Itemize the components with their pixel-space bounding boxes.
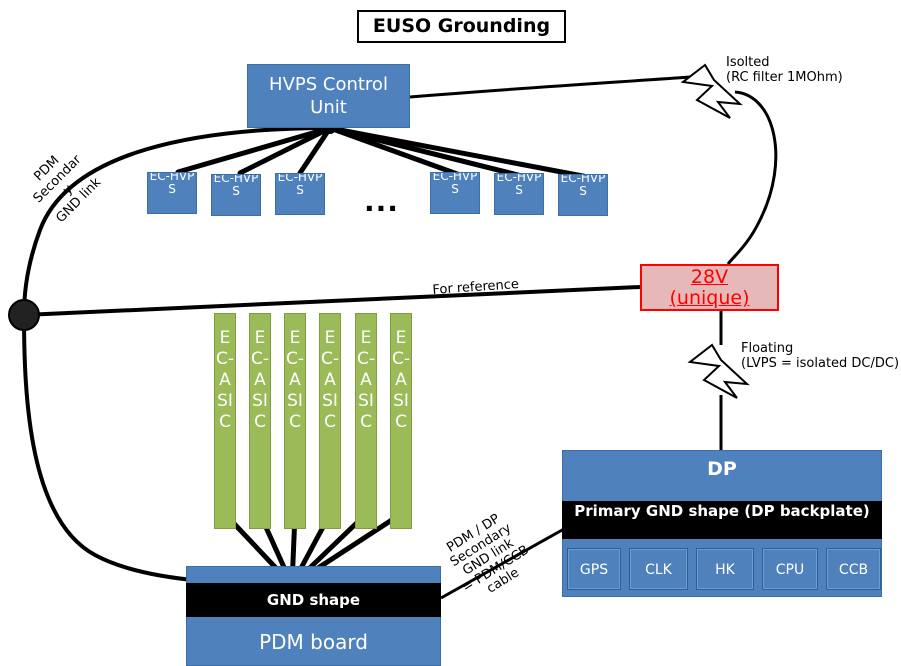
ec-hvps-label: EC-HVPS <box>277 173 323 197</box>
ec-asic-label: EC-ASIC <box>356 328 375 432</box>
secondary-gnd-node <box>8 299 40 331</box>
dp-title: DP <box>707 458 737 480</box>
ec-asic-strip: EC-ASIC <box>390 313 412 529</box>
ellipsis: ... <box>364 185 399 218</box>
ec-hvps-label: EC-HVPS <box>560 174 606 198</box>
pdm-gnd-shape: GND shape <box>186 583 441 617</box>
floating-label: Floating (LVPS = isolated DC/DC) <box>741 341 901 371</box>
ec-asic-label: EC-ASIC <box>391 328 410 432</box>
ec-asic-label: EC-ASIC <box>320 328 339 432</box>
unique-label: (unique) <box>669 287 750 309</box>
ec-hvps-box: EC-HVPS <box>147 172 197 214</box>
label-line: (LVPS = isolated DC/DC) <box>741 356 900 371</box>
ec-hvps-box: EC-HVPS <box>430 172 480 214</box>
hvps-to-isolation-wire <box>409 75 691 99</box>
pdm-board-label: PDM board <box>259 630 368 654</box>
ec-asic-strip: EC-ASIC <box>319 313 341 529</box>
ec-hvps-label: EC-HVPS <box>149 172 195 196</box>
ec-hvps-label: EC-HVPS <box>213 174 259 198</box>
28v-label: 28V <box>690 266 729 288</box>
ec-asic-strip: EC-ASIC <box>355 313 377 529</box>
hvps-control-unit: HVPS Control Unit <box>247 64 410 128</box>
isolated-zigzag <box>680 63 743 119</box>
ec-hvps-box: EC-HVPS <box>211 174 261 216</box>
hvps-control-line1: HVPS Control <box>269 74 388 95</box>
ec-hvps-box: EC-HVPS <box>275 173 325 215</box>
dp-module-clk: CLK <box>629 548 688 590</box>
28v-reference-box: 28V (unique) <box>640 264 779 311</box>
dp-module-gps: GPS <box>567 548 621 590</box>
ec-asic-label: EC-ASIC <box>250 328 269 432</box>
isolation-to-28v-wire <box>726 90 778 265</box>
label-line: (RC filter 1MOhm) <box>726 70 843 85</box>
ec-asic-label: EC-ASIC <box>285 328 304 432</box>
ec-asic-strip: EC-ASIC <box>214 313 236 529</box>
dp-module-ccb: CCB <box>826 548 881 590</box>
ec-asic-strip: EC-ASIC <box>284 313 306 529</box>
ec-hvps-label: EC-HVPS <box>496 173 542 197</box>
hvps-fanout <box>175 125 591 180</box>
ec-asic-label: EC-ASIC <box>215 328 234 432</box>
dp-module-cpu: CPU <box>762 548 818 590</box>
label-line: Floating <box>741 341 794 356</box>
dp-primary-gnd-shape: Primary GND shape (DP backplate) <box>562 501 882 539</box>
ec-asic-strip: EC-ASIC <box>249 313 271 529</box>
hvps-control-line2: Unit <box>310 97 347 118</box>
for-reference-wire <box>23 285 641 317</box>
label-line: Isolted <box>726 55 770 70</box>
ec-hvps-box: EC-HVPS <box>558 174 608 216</box>
diagram-title: EUSO Grounding <box>357 10 566 43</box>
dp-module-hk: HK <box>696 548 754 590</box>
floating-zigzag <box>687 343 750 399</box>
pdm-dp-link-wire <box>440 518 581 600</box>
ec-hvps-box: EC-HVPS <box>494 173 544 215</box>
ec-hvps-label: EC-HVPS <box>432 172 478 196</box>
isolated-label: Isolted (RC filter 1MOhm) <box>726 55 843 85</box>
